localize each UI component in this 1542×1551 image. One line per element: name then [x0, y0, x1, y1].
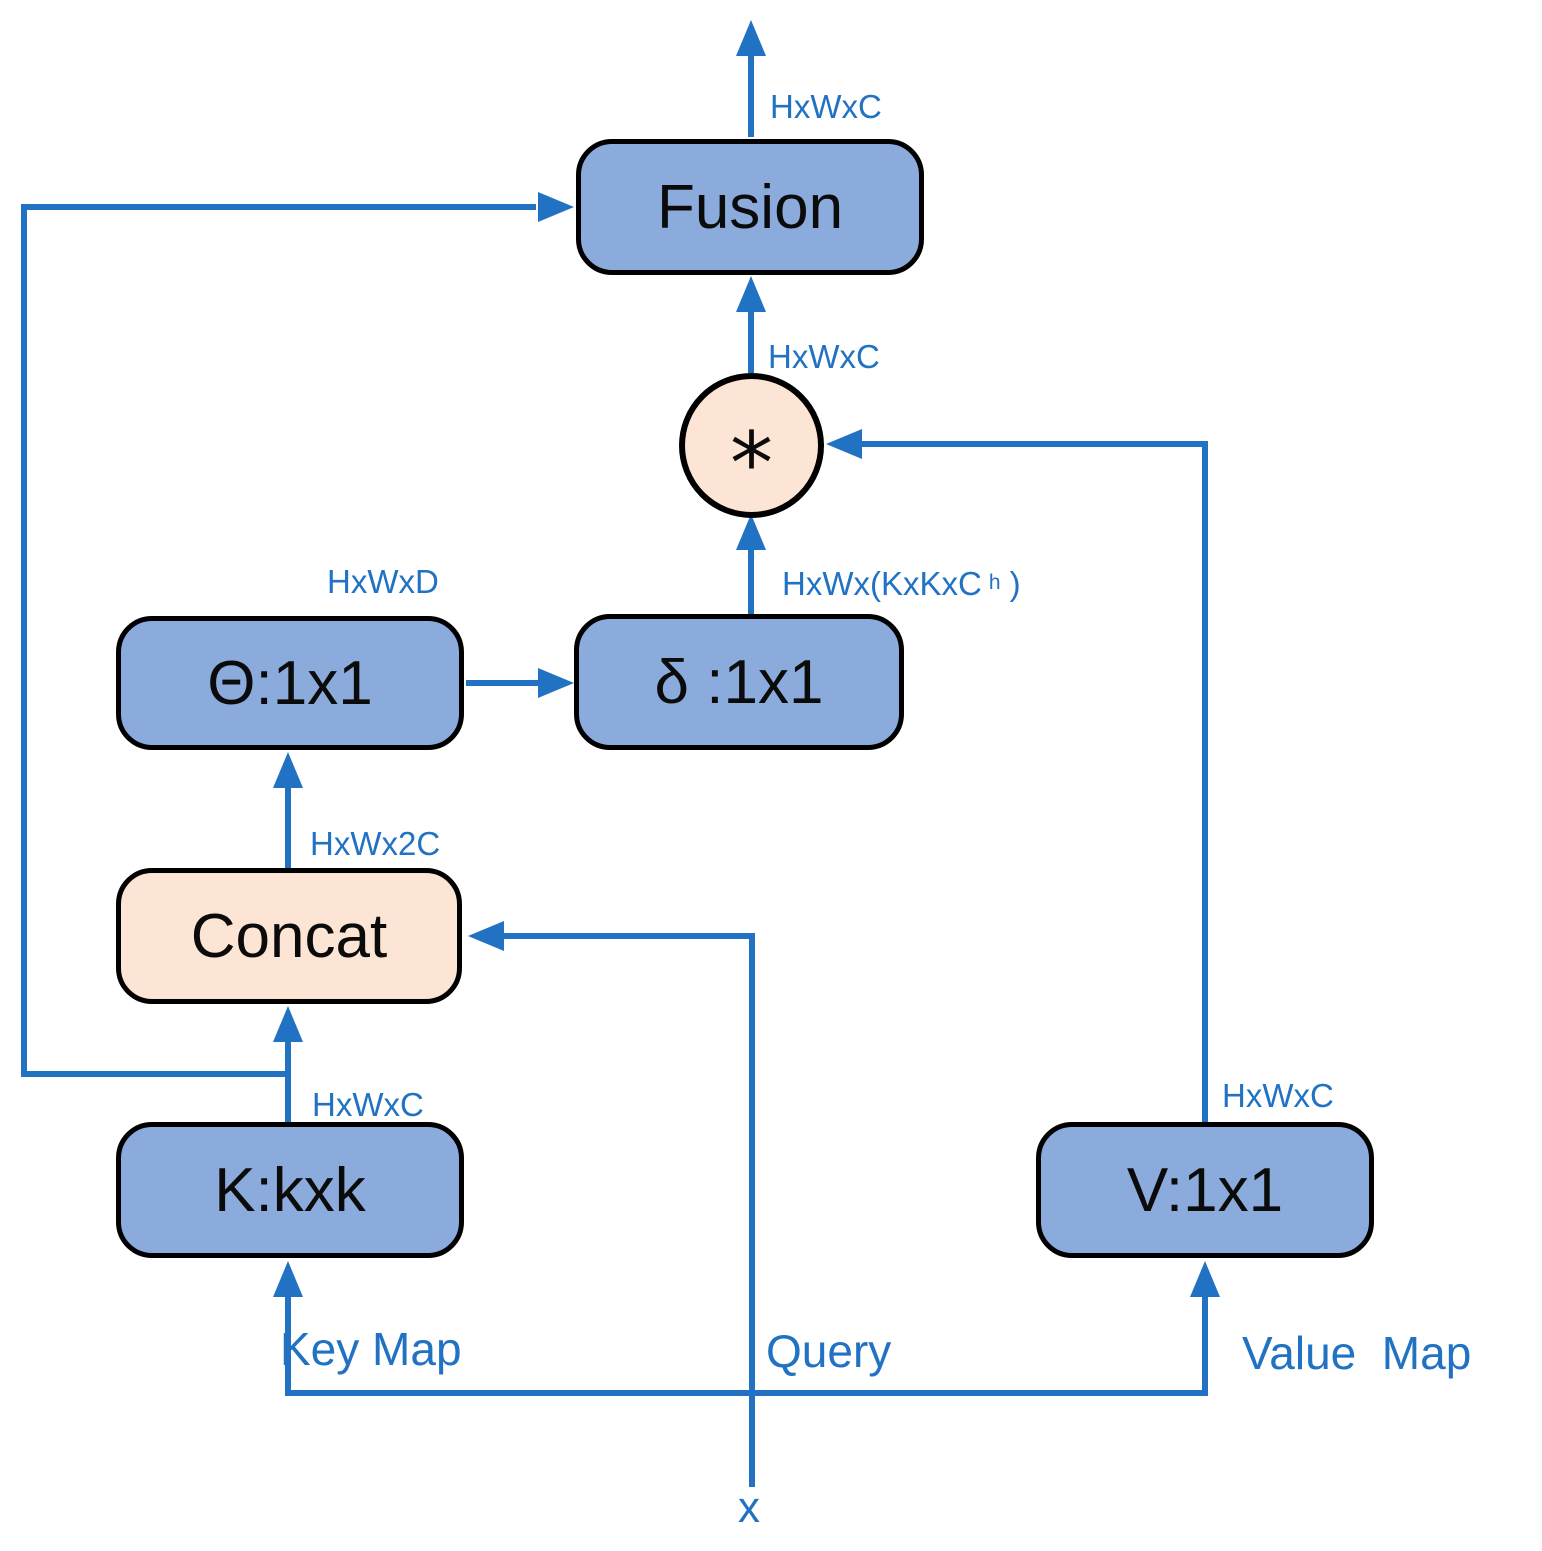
- arrow-rail-to-value: [1190, 1261, 1220, 1396]
- dim-kernel-output-prefix: HxWx(KxKxC: [782, 565, 982, 602]
- node-multiply-label: *: [730, 413, 773, 514]
- arrow-multiply-to-fusion: [736, 276, 766, 373]
- dim-kernel-output-sup: h: [988, 571, 1001, 594]
- node-theta: Θ:1x1: [116, 616, 464, 750]
- node-multiply: *: [679, 373, 824, 518]
- arrow-value-to-multiply: [826, 429, 1208, 1122]
- node-concat: Concat: [116, 868, 462, 1004]
- node-concat-label: Concat: [190, 901, 388, 971]
- dim-concat-output: HxWx2C: [310, 825, 441, 862]
- node-key-conv: K:kxk: [116, 1122, 464, 1258]
- node-delta-label: δ :1x1: [654, 647, 824, 717]
- dim-value-output: HxWxC: [1222, 1077, 1334, 1114]
- arrow-theta-to-delta: [466, 668, 574, 698]
- node-delta: δ :1x1: [574, 614, 904, 750]
- arrow-fusion-output: [736, 20, 766, 137]
- label-query: Query: [766, 1325, 892, 1377]
- label-input-x: x: [738, 1483, 760, 1532]
- node-value-conv-label: V:1x1: [1126, 1155, 1284, 1225]
- arrow-rail-to-key: [273, 1261, 303, 1396]
- arrow-query-to-concat: [468, 921, 755, 1487]
- dim-kernel-output-suffix: ): [1000, 565, 1021, 602]
- arrow-delta-to-multiply: [736, 514, 766, 614]
- node-theta-label: Θ:1x1: [207, 648, 373, 718]
- arrow-key-to-concat: [273, 1006, 303, 1122]
- node-key-conv-label: K:kxk: [214, 1155, 366, 1225]
- dim-kernel-output: HxWx(KxKxC h ): [782, 567, 1021, 600]
- dim-key-output: HxWxC: [312, 1086, 424, 1123]
- dim-attention-output: HxWxC: [768, 338, 880, 375]
- dim-fusion-output: HxWxC: [770, 88, 882, 125]
- arrow-key-feedback-to-fusion: [21, 192, 574, 1077]
- arrow-concat-to-theta: [273, 752, 303, 868]
- label-value-map: Value Map: [1242, 1327, 1472, 1379]
- dim-theta-output: HxWxD: [327, 563, 439, 600]
- node-fusion: Fusion: [576, 139, 924, 275]
- node-value-conv: V:1x1: [1036, 1122, 1374, 1258]
- label-key-map: Key Map: [280, 1323, 462, 1375]
- node-fusion-label: Fusion: [656, 172, 844, 242]
